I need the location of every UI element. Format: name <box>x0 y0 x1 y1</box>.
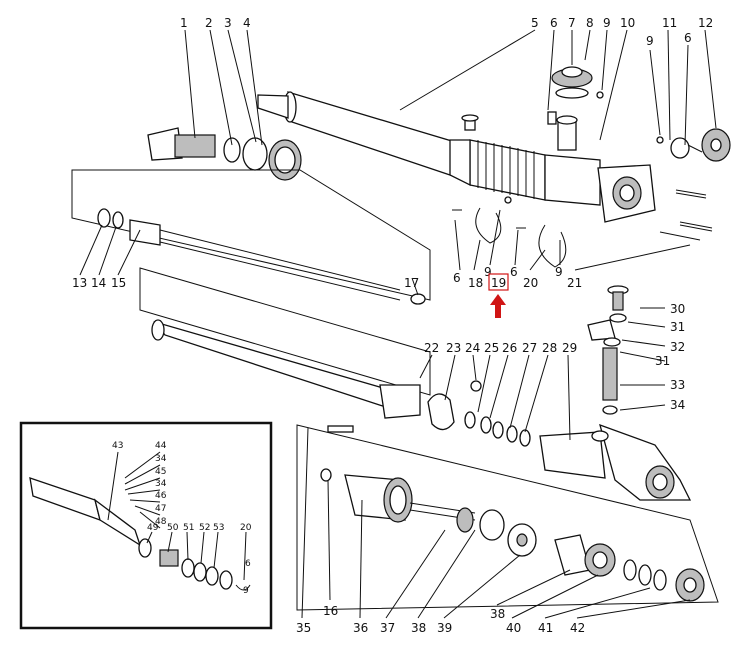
callout-28: 28 <box>542 341 557 355</box>
inset-callout-48: 48 <box>155 517 167 527</box>
callout-16: 16 <box>323 604 338 618</box>
callout-25: 25 <box>484 341 499 355</box>
callout-6-b: 6 <box>684 31 692 45</box>
callout-30: 30 <box>670 302 685 316</box>
valve-stack <box>587 285 666 415</box>
inset-callout-52: 52 <box>199 523 210 533</box>
callout-23: 23 <box>446 341 461 355</box>
highlight-box-19 <box>488 273 509 291</box>
callout-4: 4 <box>243 16 251 30</box>
callout-36: 36 <box>353 621 368 635</box>
callout-9-b: 9 <box>646 34 654 48</box>
callout-3: 3 <box>224 16 232 30</box>
callout-33: 33 <box>670 378 685 392</box>
callout-27: 27 <box>522 341 537 355</box>
callout-21: 21 <box>567 276 582 290</box>
callout-12: 12 <box>698 16 713 30</box>
inner-nut-assembly <box>147 127 302 181</box>
inset-callout-20: 20 <box>240 523 252 533</box>
callout-11: 11 <box>662 16 677 30</box>
highlight-arrow <box>490 294 506 318</box>
piston-rod-frame <box>71 169 431 305</box>
callout-31: 31 <box>670 320 685 334</box>
callout-9-d: 9 <box>555 265 563 279</box>
callout-22: 22 <box>424 341 439 355</box>
callout-35: 35 <box>296 621 311 635</box>
inset-callout-46: 46 <box>155 491 167 501</box>
callout-9-c: 9 <box>484 265 492 279</box>
callout-37: 37 <box>380 621 395 635</box>
callout-7: 7 <box>568 16 576 30</box>
callout-32: 32 <box>670 340 685 354</box>
callout-8: 8 <box>586 16 594 30</box>
inset-callout-51: 51 <box>183 523 194 533</box>
cylinder-frame <box>139 267 451 423</box>
callout-10: 10 <box>620 16 635 30</box>
callout-42: 42 <box>570 621 585 635</box>
callout-18: 18 <box>468 276 483 290</box>
callout-24: 24 <box>465 341 480 355</box>
retaining-clips <box>452 196 567 268</box>
callout-31-b: 31 <box>655 354 670 368</box>
callout-40: 40 <box>506 621 521 635</box>
callout-6-c: 6 <box>453 271 461 285</box>
callout-26: 26 <box>502 341 517 355</box>
seal-and-housing-parts <box>419 354 692 501</box>
callout-5: 5 <box>531 16 539 30</box>
callout-19: 19 <box>491 276 506 290</box>
inset-callout-34-a: 34 <box>155 454 167 464</box>
top-valve-cap <box>551 66 731 162</box>
callout-38-b: 38 <box>490 607 505 621</box>
inset-callout-47: 47 <box>155 504 166 514</box>
callout-2: 2 <box>205 16 213 30</box>
bellows <box>469 139 546 201</box>
callout-20: 20 <box>523 276 538 290</box>
inset-callout-labels: 43 44 34 45 34 46 47 48 49 50 51 52 53 2… <box>112 441 252 596</box>
inset-callout-43: 43 <box>112 441 123 451</box>
callout-41: 41 <box>538 621 553 635</box>
inset-callout-53: 53 <box>213 523 224 533</box>
callout-6-d: 6 <box>510 265 518 279</box>
housing-studs <box>659 189 713 241</box>
piston-assembly-frame <box>296 424 719 619</box>
callout-38: 38 <box>411 621 426 635</box>
top-leader-lines <box>79 29 717 296</box>
callout-6: 6 <box>550 16 558 30</box>
main-tube <box>257 91 656 223</box>
inset-callout-50: 50 <box>167 523 179 533</box>
inset-callout-49: 49 <box>147 523 159 533</box>
inset-callout-34-b: 34 <box>155 479 167 489</box>
callout-15: 15 <box>111 276 126 290</box>
callout-9: 9 <box>603 16 611 30</box>
inset-callout-45: 45 <box>155 467 166 477</box>
callout-13: 13 <box>72 276 87 290</box>
inset-callout-44: 44 <box>155 441 167 451</box>
callout-34: 34 <box>670 398 685 412</box>
inset-callout-9: 9 <box>243 586 249 596</box>
callout-labels: 1 2 3 4 5 6 7 8 9 10 9 11 6 12 13 14 15 … <box>72 16 713 635</box>
inset-callout-6: 6 <box>245 559 251 569</box>
callout-14: 14 <box>91 276 106 290</box>
callout-1: 1 <box>180 16 188 30</box>
inset-detail-box <box>19 421 273 630</box>
callout-29: 29 <box>562 341 577 355</box>
callout-17: 17 <box>404 276 419 290</box>
callout-39: 39 <box>437 621 452 635</box>
